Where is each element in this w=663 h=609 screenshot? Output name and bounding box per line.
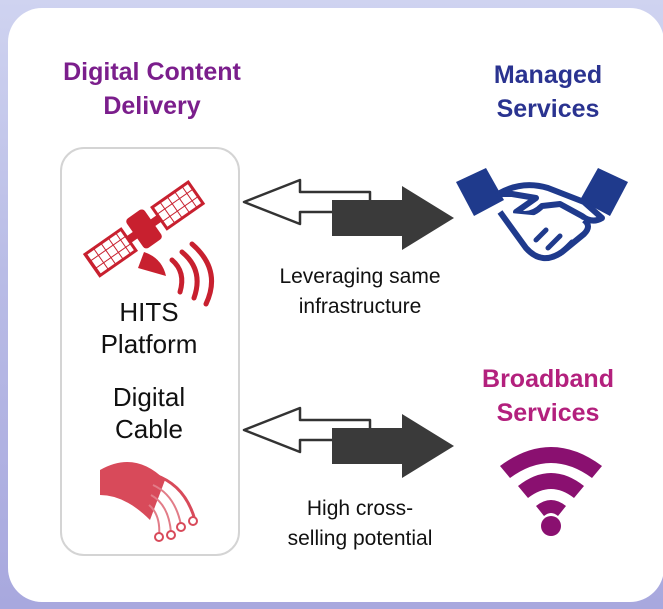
leveraging-caption: Leveraging same infrastructure bbox=[279, 265, 441, 318]
managed-services-title: Managed Services bbox=[493, 61, 603, 123]
broadband-services-title: Broadband Services bbox=[482, 365, 614, 427]
fiber-cable-icon bbox=[100, 462, 198, 542]
digital-cable-label: Digital Cable bbox=[112, 382, 186, 444]
hits-platform-label: HITS Platform bbox=[100, 297, 198, 359]
satellite-icon bbox=[82, 180, 215, 307]
wifi-icon bbox=[500, 447, 602, 536]
digital-content-delivery-title: Digital Content Delivery bbox=[63, 58, 241, 120]
cross-selling-caption: High cross- selling potential bbox=[287, 497, 433, 550]
double-arrow-icon bbox=[242, 178, 454, 250]
handshake-icon bbox=[456, 168, 628, 261]
double-arrow-icon bbox=[242, 406, 454, 478]
